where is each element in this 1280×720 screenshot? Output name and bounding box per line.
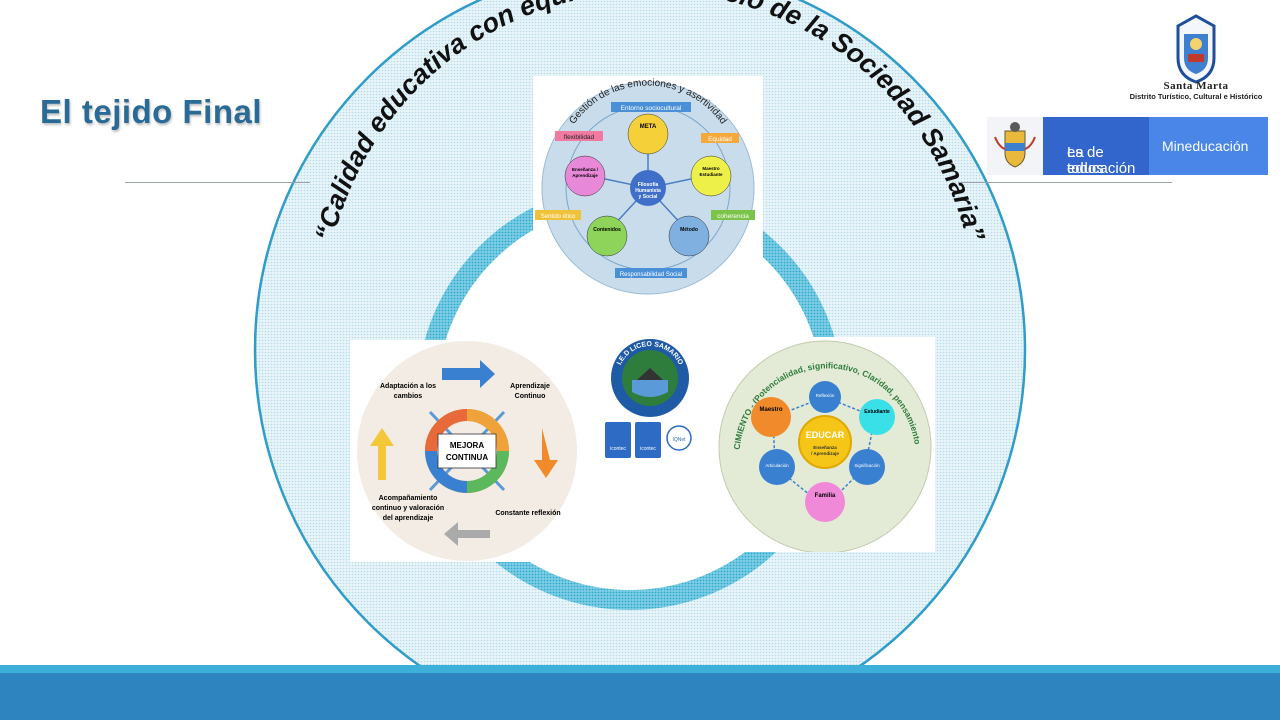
svg-text:Enseñanza /: Enseñanza / — [572, 167, 599, 172]
svg-text:/ Aprendizaje: / Aprendizaje — [811, 451, 839, 456]
svg-text:Significación: Significación — [854, 463, 880, 468]
svg-text:IQNet: IQNet — [672, 437, 686, 443]
svg-text:continuo y valoración: continuo y valoración — [372, 505, 444, 512]
iqnet-icon — [666, 425, 692, 451]
divider-right — [958, 182, 1172, 183]
cert-icon — [635, 422, 661, 458]
svg-text:Entorno sociocultural: Entorno sociocultural — [621, 105, 682, 112]
svg-text:Estudiante: Estudiante — [864, 409, 890, 415]
page-title: El tejido Final — [40, 93, 263, 130]
city-brand: Santa Marta Distrito Turístico, Cultural… — [1126, 80, 1266, 101]
svg-text:Aprendizaje: Aprendizaje — [510, 383, 550, 390]
svg-text:Adaptación a los: Adaptación a los — [380, 383, 436, 390]
svg-text:MEJORA: MEJORA — [450, 441, 484, 450]
svg-text:Humanista: Humanista — [635, 188, 661, 194]
svg-text:Constante reflexión: Constante reflexión — [495, 510, 560, 517]
arrow-icon — [534, 428, 558, 478]
svg-text:Acompañamiento: Acompañamiento — [379, 495, 438, 502]
cert-icon — [605, 422, 631, 458]
svg-text:Continuo: Continuo — [515, 393, 546, 400]
footer-stripe-light — [0, 665, 1280, 673]
svg-text:Articulación: Articulación — [765, 463, 789, 468]
left-diagram: Adaptación a los cambios Aprendizaje Con… — [350, 340, 585, 562]
svg-text:META: META — [640, 124, 657, 130]
city-name: Santa Marta — [1163, 80, 1229, 92]
svg-text:icontec: icontec — [640, 446, 656, 452]
svg-text:Reflexión: Reflexión — [816, 393, 835, 398]
svg-text:coherencia: coherencia — [717, 213, 749, 220]
svg-text:EDUCAR: EDUCAR — [806, 430, 845, 440]
divider-left — [125, 182, 310, 183]
svg-text:CONTINUA: CONTINUA — [446, 453, 488, 462]
svg-text:Sentido ético: Sentido ético — [541, 214, 576, 220]
ministry-name: Mineducación — [1162, 138, 1249, 154]
santa-marta-shield-icon — [1176, 14, 1216, 84]
svg-text:Equidad: Equidad — [708, 136, 732, 143]
slogan-line-2: es de todos — [1067, 144, 1104, 177]
slogan-line-1: La educación — [1067, 144, 1136, 177]
svg-text:y Social: y Social — [639, 194, 659, 200]
svg-text:del aprendizaje: del aprendizaje — [383, 515, 434, 522]
svg-text:icontec: icontec — [610, 446, 626, 452]
svg-text:Enseñanza: Enseñanza — [813, 445, 837, 450]
city-subtitle: Distrito Turístico, Cultural e Histórico — [1129, 92, 1263, 101]
svg-text:Responsabilidad Social: Responsabilidad Social — [620, 272, 682, 278]
arrow-icon — [444, 522, 490, 546]
svg-text:Filosofía: Filosofía — [638, 182, 659, 188]
school-logo: I.E.D LICEO SAMARIO icontec icontec IQNe… — [605, 330, 695, 465]
svg-text:Aprendizaje: Aprendizaje — [572, 173, 598, 178]
svg-text:Maestro: Maestro — [759, 407, 782, 413]
svg-text:Maestro: Maestro — [702, 166, 720, 171]
svg-text:flexibilidad: flexibilidad — [564, 134, 595, 141]
ministry-name-box: Mineducación — [1149, 117, 1268, 175]
arrow-icon — [370, 428, 394, 480]
top-diagram: Gestión de las emociones y asertividad E… — [533, 76, 763, 296]
footer-stripe-dark — [0, 673, 1280, 720]
svg-text:Estudiante: Estudiante — [699, 172, 723, 177]
arrow-icon — [442, 360, 495, 388]
svg-text:Método: Método — [680, 227, 698, 233]
svg-text:Familia: Familia — [815, 493, 836, 499]
right-diagram: CONOCIMIENTO - (Potencialidad, significa… — [712, 329, 935, 554]
coat-of-arms-icon — [987, 117, 1043, 175]
svg-text:cambios: cambios — [394, 393, 423, 400]
svg-text:Contenidos: Contenidos — [593, 227, 621, 233]
